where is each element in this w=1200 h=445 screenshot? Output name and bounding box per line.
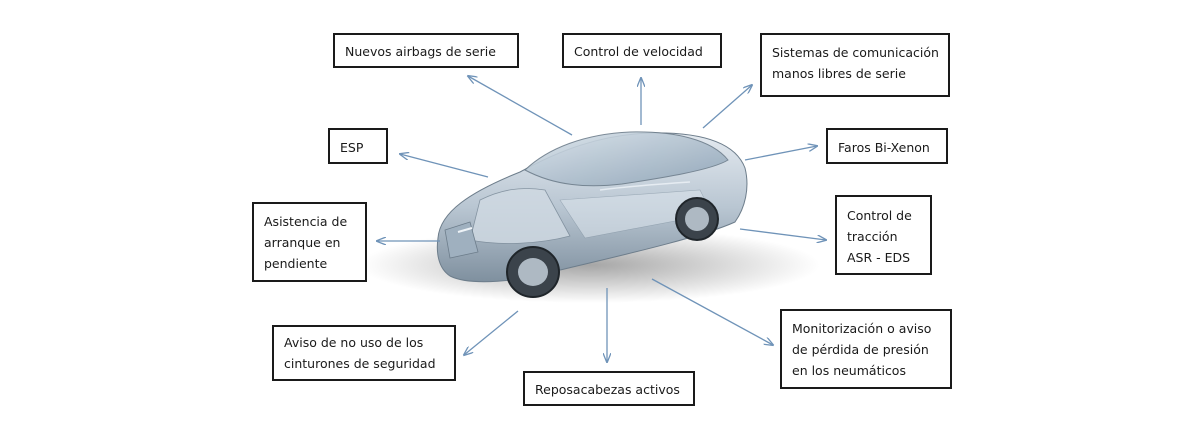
label-asistencia-line-2: arranque en bbox=[264, 235, 341, 250]
label-cinturones-line-1: Aviso de no uso de los bbox=[284, 335, 424, 350]
car-cabin bbox=[524, 131, 729, 187]
arrow-esp bbox=[400, 154, 489, 178]
label-airbags: Nuevos airbags de serie bbox=[333, 33, 519, 68]
label-traccion-line-3: ASR - EDS bbox=[847, 250, 911, 265]
label-comunicacion-line-2: manos libres de serie bbox=[772, 66, 906, 81]
label-asistencia-line-1: Asistencia de bbox=[264, 214, 348, 229]
label-reposacabezas-line-1: Reposacabezas activos bbox=[535, 382, 680, 397]
label-traccion-line-1: Control de bbox=[847, 208, 912, 223]
arrow-traccion bbox=[739, 228, 826, 240]
label-traccion: Control de tracción ASR - EDS bbox=[835, 195, 932, 275]
label-presion-line-3: en los neumáticos bbox=[792, 363, 906, 378]
label-esp: ESP bbox=[328, 128, 388, 164]
label-presion-line-2: de pérdida de presión bbox=[792, 342, 929, 357]
car-illustration bbox=[360, 131, 820, 303]
label-cinturones: Aviso de no uso de los cinturones de seg… bbox=[272, 325, 456, 381]
label-reposacabezas: Reposacabezas activos bbox=[523, 371, 695, 406]
label-comunicacion-line-1: Sistemas de comunicación bbox=[772, 45, 939, 60]
label-comunicacion: Sistemas de comunicación manos libres de… bbox=[760, 33, 950, 97]
arrow-presion bbox=[651, 278, 773, 345]
arrow-comunicacion bbox=[702, 85, 752, 129]
label-velocidad-line-1: Control de velocidad bbox=[574, 44, 703, 59]
label-esp-line-1: ESP bbox=[340, 140, 364, 155]
label-traccion-line-2: tracción bbox=[847, 229, 898, 244]
arrow-airbags bbox=[468, 76, 573, 136]
label-faros-line-1: Faros Bi-Xenon bbox=[838, 140, 930, 155]
label-velocidad: Control de velocidad bbox=[562, 33, 722, 68]
label-presion-line-1: Monitorización o aviso bbox=[792, 321, 932, 336]
arrow-faros bbox=[744, 146, 817, 161]
arrow-cinturones bbox=[464, 310, 519, 355]
label-asistencia: Asistencia de arranque en pendiente bbox=[252, 202, 367, 282]
label-cinturones-line-2: cinturones de seguridad bbox=[284, 356, 436, 371]
label-presion: Monitorización o aviso de pérdida de pre… bbox=[780, 309, 952, 389]
label-faros: Faros Bi-Xenon bbox=[826, 128, 948, 164]
label-asistencia-line-3: pendiente bbox=[264, 256, 328, 271]
arrows bbox=[377, 76, 826, 362]
label-airbags-line-1: Nuevos airbags de serie bbox=[345, 44, 496, 59]
